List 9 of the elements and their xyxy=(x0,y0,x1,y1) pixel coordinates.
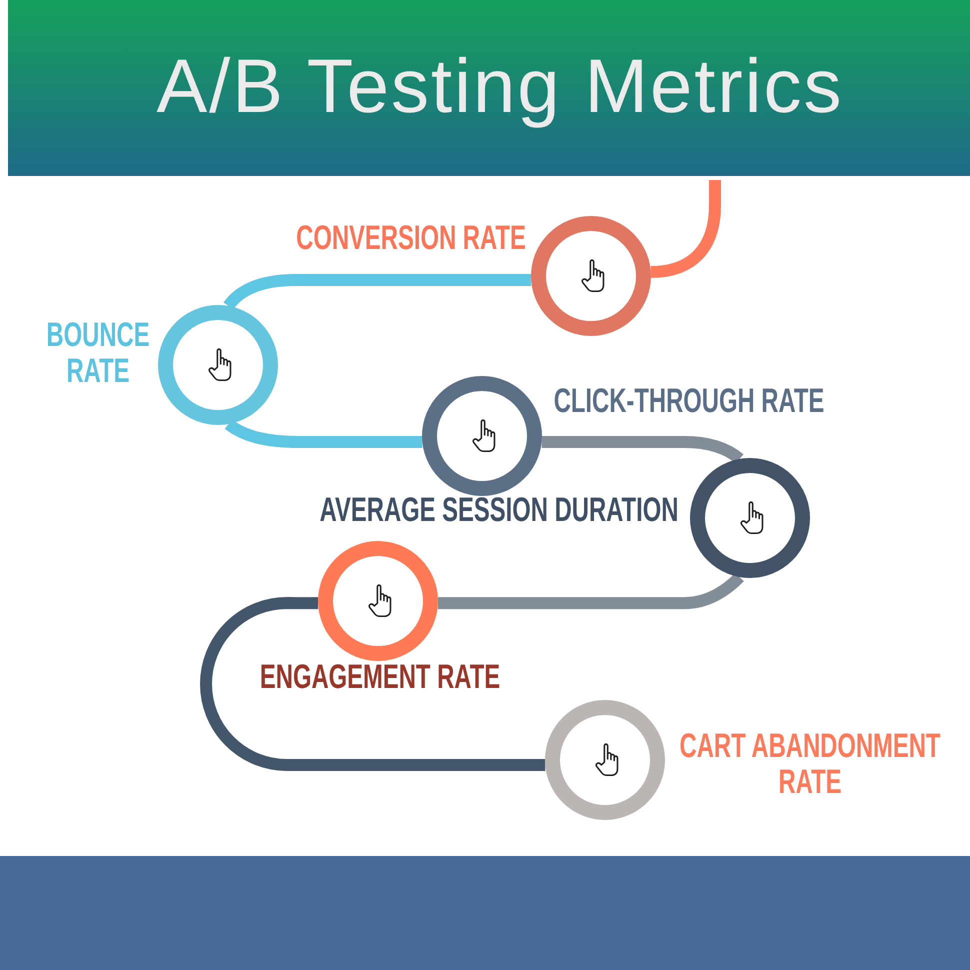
connector-line xyxy=(224,274,532,310)
connector-line xyxy=(200,597,546,771)
metric-label: ENGAGEMENT RATE xyxy=(260,658,500,694)
metric-label: CLICK-THROUGH RATE xyxy=(553,382,824,418)
metric-label: CART ABANDONMENT RATE xyxy=(678,728,942,800)
metric-label: AVERAGE SESSION DURATION xyxy=(320,492,678,528)
metric-label: CONVERSION RATE xyxy=(296,220,526,256)
metric-label: BOUNCE RATE xyxy=(46,316,150,388)
connector-line xyxy=(438,572,744,610)
